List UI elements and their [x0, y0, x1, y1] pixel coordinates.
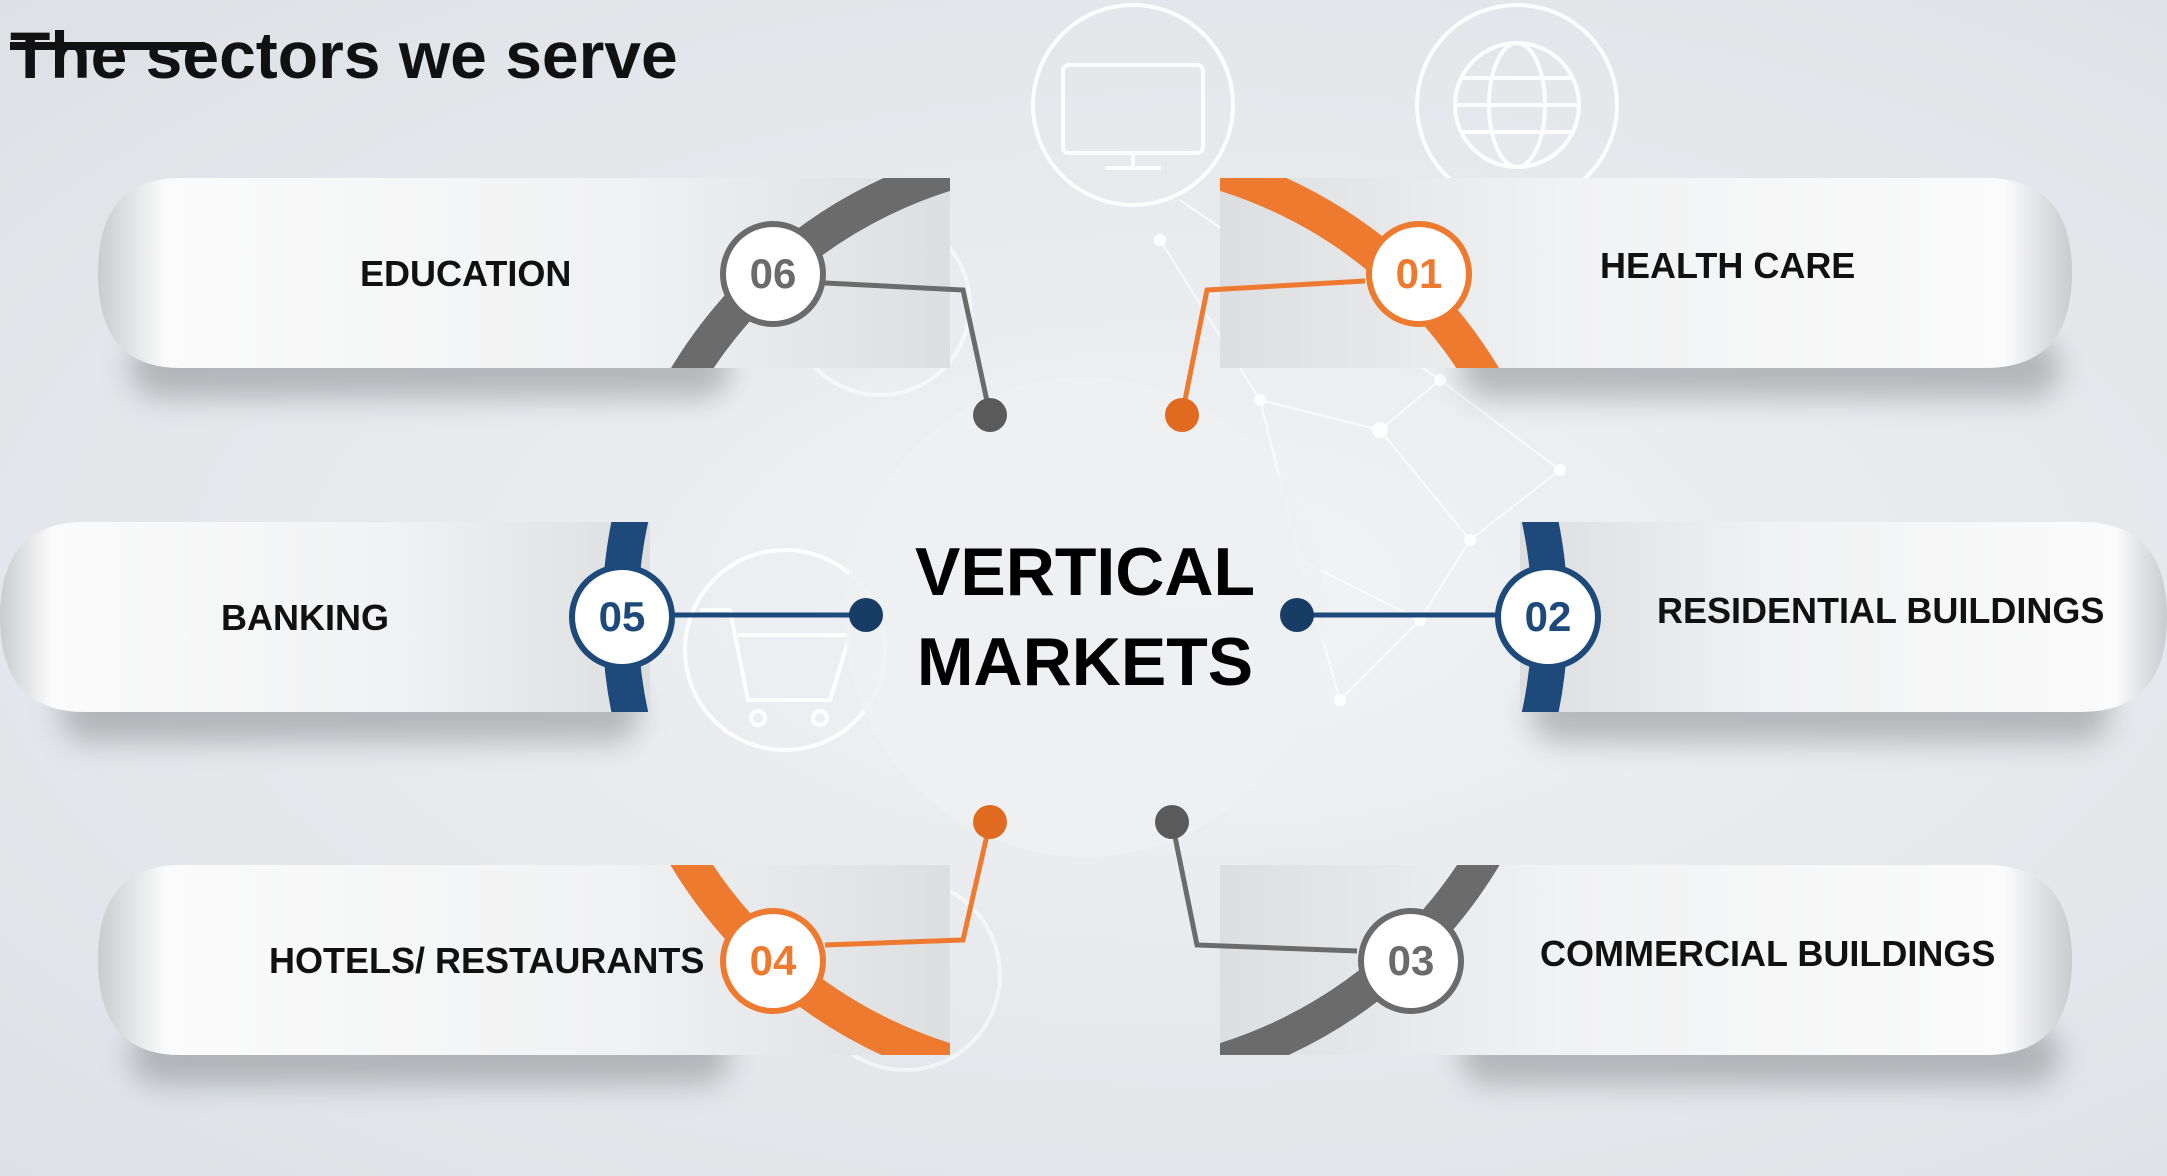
- dot-03: [1155, 805, 1189, 839]
- dot-06: [973, 398, 1007, 432]
- center-title-line2: MARKETS: [916, 624, 1254, 700]
- center-title-line1: VERTICAL: [915, 534, 1255, 610]
- dot-05: [849, 598, 883, 632]
- sector-label-education: EDUCATION: [360, 253, 572, 294]
- sector-label-hotels-restaurants: HOTELS/ RESTAURANTS: [269, 940, 705, 981]
- badge-02: 02: [1495, 564, 1601, 670]
- pill-banking: [0, 522, 650, 712]
- badge-01: 01: [1366, 221, 1472, 327]
- monitor-icon-circle: [1031, 3, 1235, 207]
- connector-04: [824, 821, 993, 948]
- badge-06: 06: [720, 221, 826, 327]
- title-underline: [10, 42, 205, 50]
- sector-label-banking: BANKING: [221, 597, 389, 638]
- pill-residential: [1520, 522, 2167, 712]
- sector-label-commercial-buildings: COMMERCIAL BUILDINGS: [1540, 933, 1996, 974]
- dot-02: [1280, 598, 1314, 632]
- connector-01: [1179, 278, 1366, 416]
- badge-04: 04: [720, 908, 826, 1014]
- connector-06: [824, 280, 993, 416]
- dot-04: [973, 805, 1007, 839]
- badge-03: 03: [1358, 908, 1464, 1014]
- center-disc: [845, 377, 1325, 857]
- dot-01: [1165, 398, 1199, 432]
- page-title: The sectors we serve: [10, 18, 678, 93]
- cart-icon: [700, 608, 853, 702]
- badge-05: 05: [569, 564, 675, 670]
- sector-label-residential-buildings: RESIDENTIAL BUILDINGS: [1657, 590, 2105, 631]
- sector-label-health-care: HEALTH CARE: [1600, 245, 1856, 286]
- connector-03: [1169, 821, 1358, 954]
